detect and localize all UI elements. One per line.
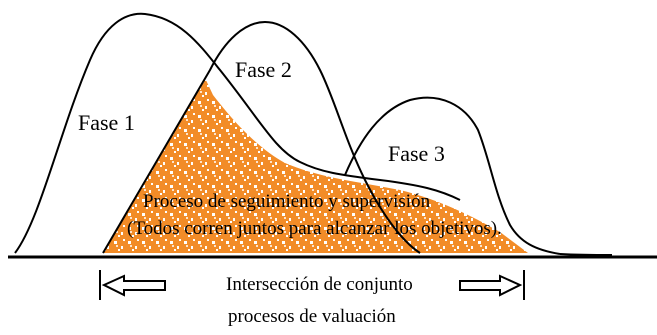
phase-3-curve [344,96,561,255]
overlap-text-line2: (Todos corren juntos para alcanzar los o… [127,218,502,239]
phase-2-label: Fase 2 [235,57,292,82]
bottom-text-line2: procesos de valuación [228,306,396,327]
phase-1-label: Fase 1 [78,110,135,135]
overlap-region [103,78,528,253]
phase-3-label: Fase 3 [388,141,445,166]
bottom-text-line1: Intersección de conjunto [226,274,413,295]
phase-3-tail [559,253,613,256]
overlap-text-line1: Proceso de seguimiento y supervisión [143,191,431,212]
phase-2-curve [102,20,421,254]
right-arrow-icon [459,274,523,297]
left-arrow-icon [101,274,166,297]
